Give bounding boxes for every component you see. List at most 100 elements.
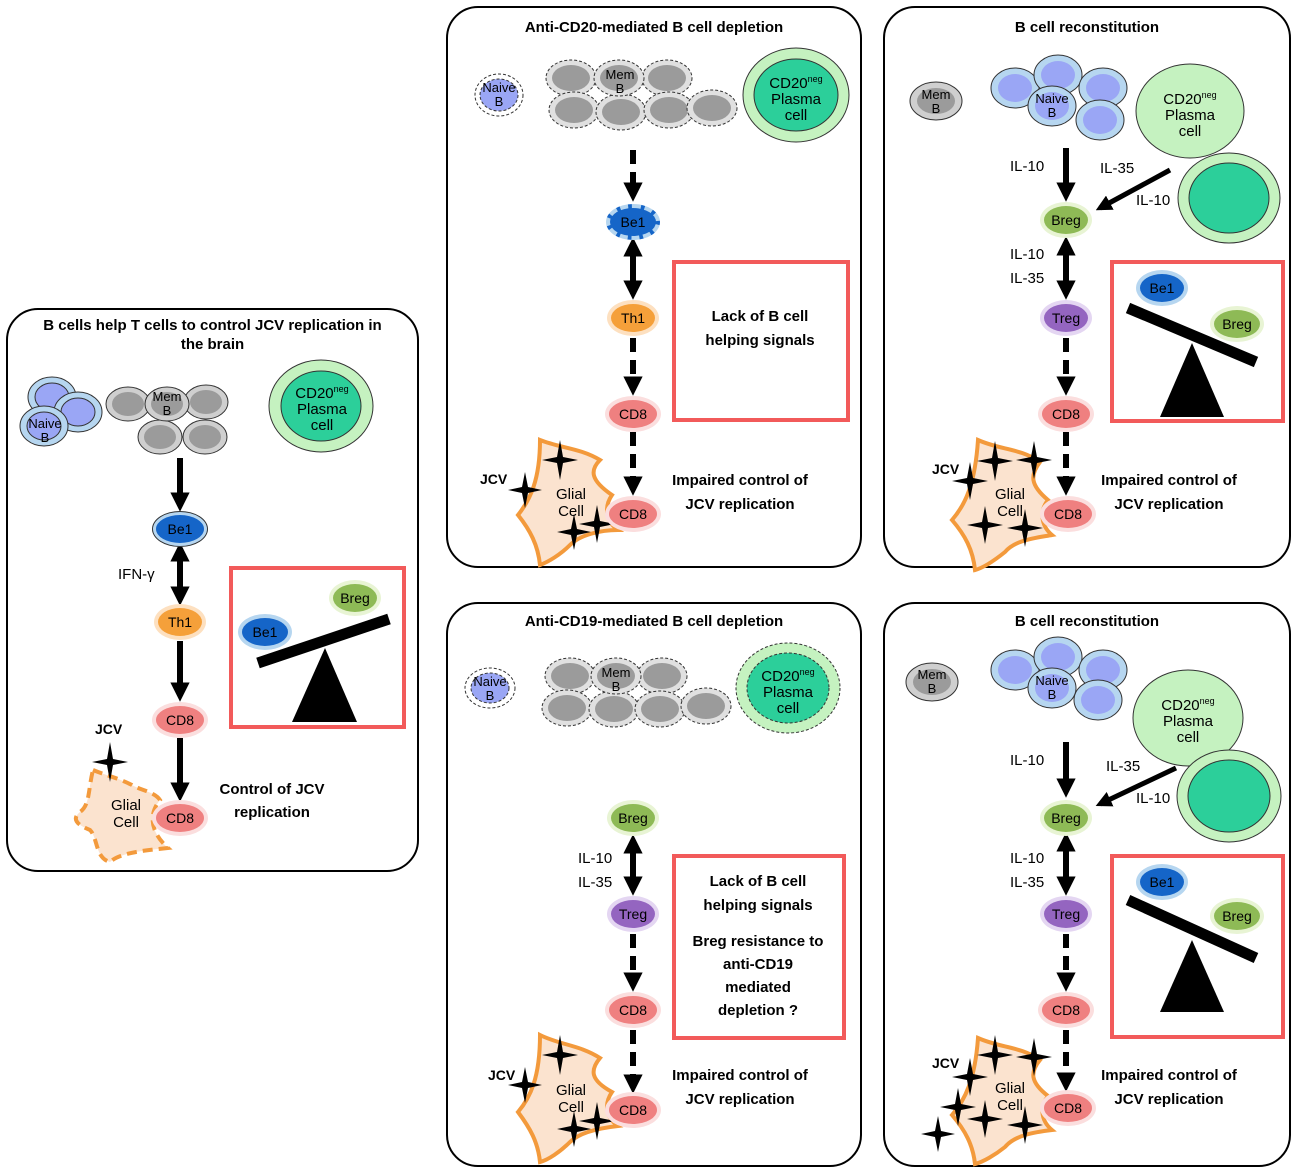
virus-star-icon [508, 472, 542, 508]
il10-label: IL-10 [1010, 752, 1045, 769]
cd8-cell: CD8 [605, 1092, 661, 1128]
plasma-cell [742, 47, 850, 143]
be1-scale-cell: Be1 [1136, 864, 1188, 900]
virus-star-icon [1007, 1106, 1043, 1144]
cd8-cell: CD8 [1038, 396, 1094, 432]
glial-label: Glial Cell [994, 1080, 1025, 1114]
virus-star-icon [557, 514, 591, 550]
il10-label: IL-10 [1136, 790, 1171, 807]
naive-b-label: Naive B [1035, 673, 1069, 702]
glial-cell [73, 767, 173, 865]
glial-label: Glial Cell [555, 1082, 586, 1116]
be1-cell: Be1 [152, 511, 208, 547]
seesaw [1125, 894, 1259, 1012]
glial-cell [515, 1031, 624, 1165]
virus-star-icon [542, 440, 578, 480]
naive-b-label: Naive B [28, 416, 62, 445]
mem-b-label: Mem B [152, 389, 182, 418]
glial-cell [515, 437, 625, 568]
lack-signals-text: Lack of B cell helping signals [703, 873, 813, 914]
outcome-label: Impaired control of JCV replication [1101, 1067, 1237, 1108]
virus-star-icon [977, 1035, 1013, 1075]
glial-label: Glial Cell [994, 486, 1025, 520]
mem-b-label: Mem B [921, 87, 951, 116]
seesaw [1125, 302, 1259, 417]
virus-star-icon [921, 1116, 955, 1152]
il10-label: IL-10 [1136, 192, 1171, 209]
naive-b-label: Naive B [1035, 91, 1069, 120]
panel-title: B cells help T cells to control JCV repl… [43, 317, 382, 353]
treg-cell: Treg [607, 896, 659, 932]
panel-title: B cell reconstitution [1014, 19, 1160, 36]
virus-star-icon [952, 462, 988, 500]
cd8-cell: CD8 [1040, 1090, 1096, 1126]
be1-scale-cell: Be1 [238, 614, 292, 650]
memory-b-ghost [545, 59, 738, 131]
panel-title: Anti-CD19-mediated B cell depletion [524, 613, 784, 630]
cd8-cell: CD8 [605, 496, 661, 532]
il35-label: IL-35 [1010, 874, 1045, 891]
breg-scale-cell: Breg [329, 580, 381, 616]
cd8-cell: CD8 [152, 702, 208, 738]
lack-signals-text: Lack of B cell helping signals [705, 308, 815, 349]
outcome-label: Impaired control of JCV replication [672, 472, 808, 513]
il35-label: IL-35 [1010, 270, 1045, 287]
cd8-cell: CD8 [1040, 496, 1096, 532]
plasma-cell [268, 359, 374, 453]
naive-b-cluster [990, 636, 1128, 721]
virus-star-icon [1016, 441, 1052, 479]
naive-b-cluster [990, 54, 1128, 141]
il35-label: IL-35 [1100, 160, 1135, 177]
glial-label: Glial Cell [555, 486, 586, 520]
il10-label: IL-10 [578, 850, 613, 867]
plasma-cell [1132, 669, 1244, 767]
memory-b-cell [909, 81, 963, 121]
breg-resistance-text: Breg resistance to anti-CD19 mediated de… [692, 933, 824, 1019]
il10-label: IL-10 [1010, 246, 1045, 263]
il10-label: IL-10 [1010, 850, 1045, 867]
virus-star-icon [940, 1088, 976, 1126]
naive-b-ghost [474, 73, 524, 117]
plasma-cell-secreting [1176, 749, 1282, 843]
virus-star-icon [542, 1035, 578, 1075]
breg-cell: Breg [607, 800, 659, 836]
treg-cell: Treg [1040, 896, 1092, 932]
il35-label: IL-35 [578, 874, 613, 891]
virus-star-icon [579, 505, 615, 543]
plasma-cell-secreting [1177, 152, 1281, 244]
mem-b-label: Mem B [601, 665, 631, 694]
plasma-cell-ghost [735, 642, 841, 734]
glial-label: Glial Cell [110, 797, 141, 831]
naive-b-label: Naive B [473, 674, 507, 703]
lack-signals-box [672, 260, 850, 422]
il35-label: IL-35 [1106, 758, 1141, 775]
be1-scale-cell: Be1 [1136, 270, 1188, 306]
breg-scale-cell: Breg [1210, 898, 1264, 934]
jcv-label: JCV [95, 721, 123, 737]
lack-signals-box [672, 854, 846, 1040]
naive-b-cluster [19, 376, 103, 447]
cd8-cell: CD8 [1038, 992, 1094, 1028]
cd8-cell: CD8 [605, 992, 661, 1028]
outcome-label: Control of JCV replication [219, 781, 325, 821]
cd8-cell: CD8 [152, 800, 208, 836]
cd8-cell: CD8 [605, 396, 661, 432]
virus-star-icon [508, 1067, 542, 1103]
virus-star-icon [952, 1058, 988, 1096]
mem-b-label: Mem B [605, 67, 635, 96]
memory-b-cell [905, 662, 959, 702]
virus-star-icon [579, 1102, 615, 1140]
glial-cell [949, 436, 1057, 573]
arrow [1095, 765, 1178, 807]
mem-b-label: Mem B [917, 667, 947, 696]
panel-title: Anti-CD20-mediated B cell depletion [524, 19, 784, 36]
seesaw [256, 613, 391, 722]
arrow [1095, 167, 1172, 211]
be1-cell: Be1 [606, 204, 660, 240]
treg-cell: Treg [1040, 300, 1092, 336]
th1-cell: Th1 [154, 604, 206, 640]
